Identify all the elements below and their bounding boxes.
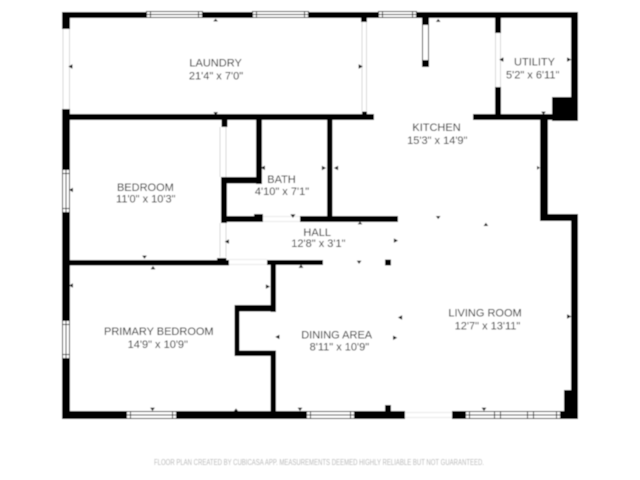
svg-text:12'8" x 3'1": 12'8" x 3'1": [291, 238, 345, 250]
svg-text:DINING AREA: DINING AREA: [301, 330, 373, 342]
svg-text:PRIMARY BEDROOM: PRIMARY BEDROOM: [104, 326, 214, 338]
svg-text:FLOOR PLAN CREATED BY CUBICASA: FLOOR PLAN CREATED BY CUBICASA APP. MEAS…: [154, 458, 484, 467]
svg-text:LAUNDRY: LAUNDRY: [189, 58, 242, 70]
svg-text:5'2" x 6'11": 5'2" x 6'11": [506, 70, 559, 82]
svg-text:15'3" x 14'9": 15'3" x 14'9": [407, 135, 467, 147]
svg-text:4'10" x 7'1": 4'10" x 7'1": [255, 186, 309, 198]
svg-text:14'9" x 10'9": 14'9" x 10'9": [128, 339, 188, 351]
svg-text:11'0" x 10'3": 11'0" x 10'3": [116, 194, 176, 206]
svg-text:UTILITY: UTILITY: [514, 57, 556, 69]
svg-text:21'4" x 7'0": 21'4" x 7'0": [189, 71, 243, 83]
svg-text:HALL: HALL: [303, 227, 331, 239]
svg-text:KITCHEN: KITCHEN: [412, 122, 460, 134]
svg-text:8'11" x 10'9": 8'11" x 10'9": [310, 341, 370, 353]
svg-text:LIVING ROOM: LIVING ROOM: [448, 308, 521, 320]
svg-text:12'7" x 13'11": 12'7" x 13'11": [455, 321, 521, 333]
svg-text:BATH: BATH: [267, 174, 296, 186]
svg-text:BEDROOM: BEDROOM: [117, 182, 174, 194]
